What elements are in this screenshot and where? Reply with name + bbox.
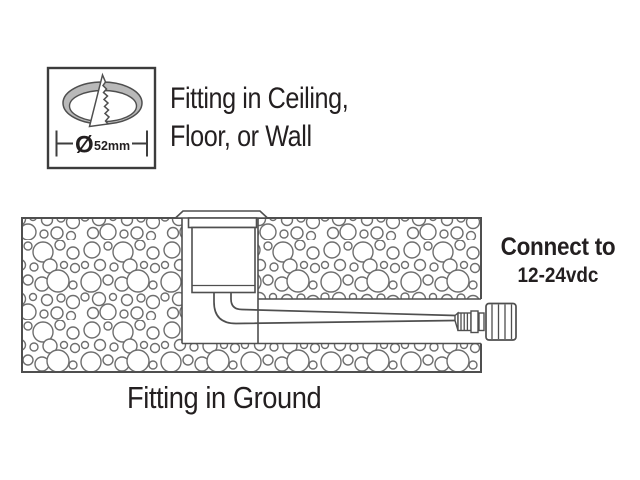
fixture-body [191, 226, 256, 294]
fixture-flange [173, 210, 270, 219]
connector-collar [470, 310, 479, 334]
fixture-collar [187, 217, 258, 229]
connector-collar-2 [478, 312, 485, 332]
connector-nut [485, 302, 517, 341]
saw-blade-icon [88, 72, 111, 128]
diameter-symbol: Ø [75, 132, 94, 159]
ceiling-fitting-caption-line2: Floor, or Wall [170, 120, 312, 153]
ground-fitting-caption: Fitting in Ground [127, 380, 322, 415]
ground-cross-section [21, 210, 517, 373]
dimension-line: Ø 52mm [55, 130, 148, 159]
connect-label-line1: Connect to [500, 233, 616, 261]
cutout-hole-diagram: Ø 52mm [46, 66, 157, 170]
diameter-value: 52mm [94, 139, 130, 153]
recessed-fixture [173, 210, 270, 294]
connector-plug [454, 302, 517, 341]
cable [213, 292, 456, 325]
ceiling-fitting-caption-line1: Fitting in Ceiling, [170, 82, 349, 115]
ceiling-fitting-caption: Fitting in Ceiling, Floor, or Wall [170, 80, 349, 156]
connect-voltage-label: Connect to 12-24vdc [495, 233, 621, 288]
connect-label-line2: 12-24vdc [517, 264, 599, 287]
